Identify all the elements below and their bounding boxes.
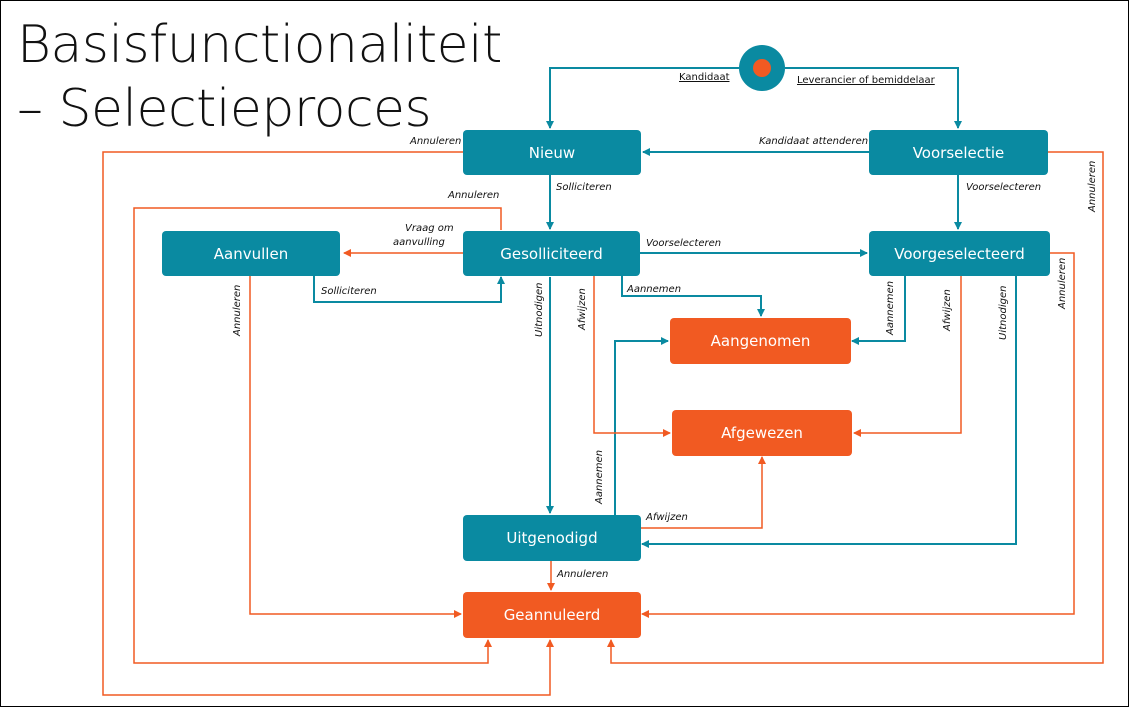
start-state-icon	[739, 45, 785, 91]
slide-title-line-2: – Selectieproces	[17, 79, 432, 139]
state-voorselectie[interactable]: Voorselectie	[869, 130, 1048, 175]
arrow-voorgeselecteerd-to-aangenomen	[851, 276, 906, 345]
label-afwijzen-gesolliciteerd: Afwijzen	[577, 288, 588, 330]
arrow-gesolliciteerd-annuleren	[133, 207, 502, 664]
label-annuleren-nieuw: Annuleren	[410, 136, 462, 147]
arrow-voorgeselecteerd-annuleren	[641, 252, 1075, 618]
arrow-voorgeselecteerd-to-uitgenodigd	[641, 276, 1017, 548]
arrow-gesolliciteerd-to-aangenomen	[621, 276, 765, 317]
state-gesolliciteerd[interactable]: Gesolliciteerd	[463, 231, 640, 276]
label-annuleren-aanvullen: Annuleren	[232, 284, 243, 336]
state-voorgeselecteerd[interactable]: Voorgeselecteerd	[869, 231, 1050, 276]
label-solliciteren-nieuw: Solliciteren	[556, 182, 612, 193]
label-annuleren-gesolliciteerd: Annuleren	[448, 190, 500, 201]
label-kandidaat-attenderen: Kandidaat attenderen	[759, 136, 869, 147]
arrow-uitgenodigd-afwijzen	[641, 456, 766, 529]
label-afwijzen-voorgeselecteerd: Afwijzen	[942, 289, 953, 331]
label-vraag-om-aanvulling-1: Vraag om	[405, 223, 454, 234]
label-aannemen-uitgenodigd: Aannemen	[594, 449, 605, 504]
arrow-aanvullen-to-gesolliciteerd	[313, 276, 505, 303]
arrow-voorgeselecteerd-afwijzen	[853, 276, 962, 437]
label-leverancier-of-bemiddelaar: Leverancier of bemiddelaar	[797, 75, 935, 86]
label-voorselecteren-gesolliciteerd: Voorselecteren	[646, 238, 722, 249]
arrow-start-to-voorselectie	[785, 67, 962, 129]
label-aannemen-voorgeselecteerd: Aannemen	[885, 280, 896, 335]
arrow-nieuw-annuleren	[102, 151, 554, 696]
label-voorselecteren-voorselectie: Voorselecteren	[966, 182, 1042, 193]
label-annuleren-voorgeselecteerd: Annuleren	[1057, 257, 1068, 309]
state-aanvullen[interactable]: Aanvullen	[162, 231, 340, 276]
label-kandidaat: Kandidaat	[679, 72, 730, 83]
label-uitnodigen-voorgeselecteerd: Uitnodigen	[998, 285, 1009, 340]
state-uitgenodigd[interactable]: Uitgenodigd	[463, 515, 641, 561]
arrow-gesolliciteerd-afwijzen	[593, 276, 671, 437]
label-annuleren-uitgenodigd: Annuleren	[557, 569, 609, 580]
state-aangenomen[interactable]: Aangenomen	[670, 318, 851, 364]
state-nieuw[interactable]: Nieuw	[463, 130, 641, 175]
label-vraag-om-aanvulling-2: aanvulling	[393, 237, 445, 248]
state-geannuleerd[interactable]: Geannuleerd	[463, 592, 641, 638]
label-solliciteren-aanvullen: Solliciteren	[321, 286, 377, 297]
arrow-aanvullen-annuleren	[249, 276, 462, 618]
label-annuleren-voorselectie: Annuleren	[1087, 160, 1098, 212]
state-afgewezen[interactable]: Afgewezen	[672, 410, 852, 456]
arrow-uitgenodigd-to-aangenomen	[614, 337, 669, 515]
label-aannemen-gesolliciteerd: Aannemen	[627, 284, 682, 295]
arrow-voorselectie-annuleren	[607, 151, 1104, 664]
label-uitnodigen-gesolliciteerd: Uitnodigen	[534, 282, 545, 337]
start-state-dot	[753, 59, 771, 77]
arrow-start-to-nieuw	[546, 67, 739, 129]
label-afwijzen-uitgenodigd: Afwijzen	[646, 512, 688, 523]
slide-title-line-1: Basisfunctionaliteit	[17, 15, 502, 75]
